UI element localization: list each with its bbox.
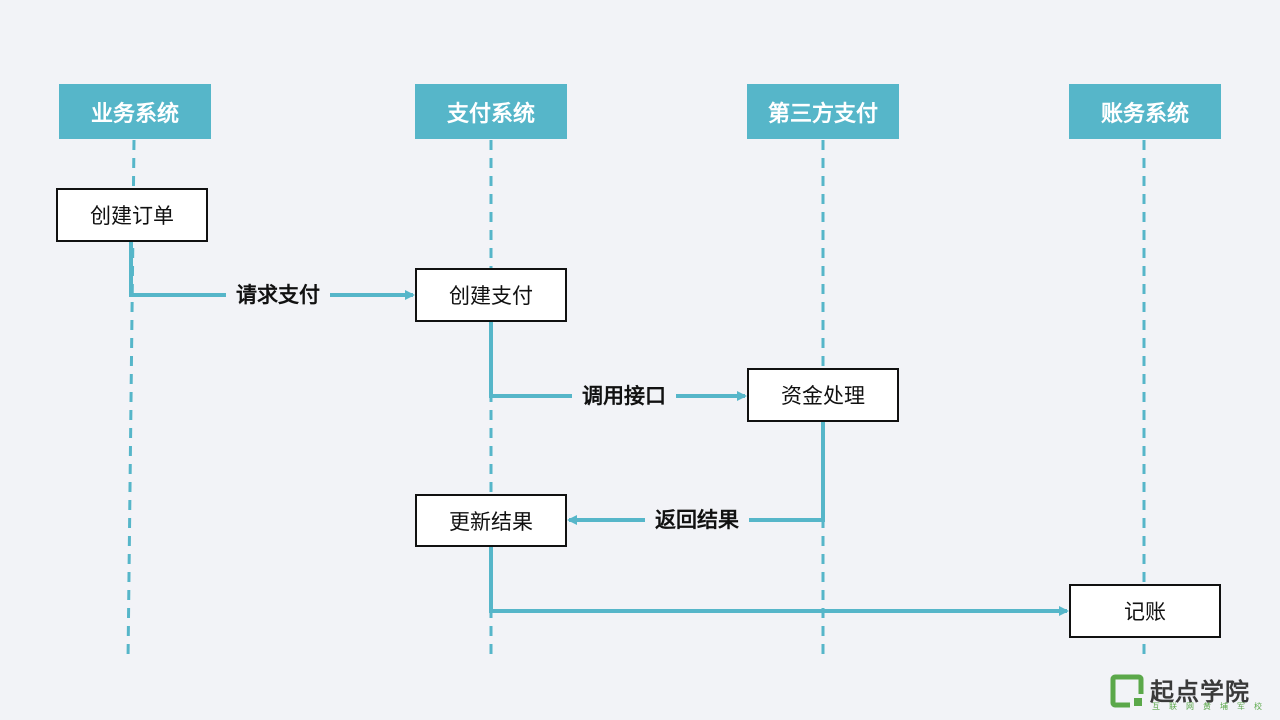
arrow-bookkeeping [489, 547, 1069, 616]
actor-payment-system: 支付系统 [415, 84, 567, 139]
logo-subtitle: 互联网黄埔军校 [1152, 702, 1271, 711]
actor-label: 账务系统 [1100, 101, 1189, 127]
step-label: 创建订单 [90, 204, 174, 228]
brand-logo: 起点学院 互联网黄埔军校 [1110, 672, 1270, 712]
actor-label: 第三方支付 [767, 101, 878, 127]
step-create-order: 创建订单 [56, 188, 208, 242]
actor-accounting-system: 账务系统 [1069, 84, 1221, 139]
step-update-result: 更新结果 [415, 494, 567, 547]
step-fund-processing: 资金处理 [747, 368, 899, 422]
actor-label: 业务系统 [90, 101, 179, 127]
logo-name: 起点学院 [1150, 678, 1250, 706]
step-bookkeeping: 记账 [1069, 584, 1221, 638]
step-label: 记账 [1124, 600, 1166, 624]
step-label: 创建支付 [449, 284, 533, 308]
step-create-payment: 创建支付 [415, 268, 567, 322]
step-label: 更新结果 [449, 509, 533, 534]
logo-icon [1110, 674, 1144, 708]
message-request-payment: 请求支付 [226, 281, 330, 309]
actor-business-system: 业务系统 [59, 84, 211, 139]
actor-third-party-payment: 第三方支付 [747, 84, 899, 139]
lifeline-business [126, 139, 136, 663]
step-label: 资金处理 [781, 384, 865, 408]
message-return-result: 返回结果 [645, 506, 749, 534]
actor-label: 支付系统 [446, 101, 535, 127]
message-call-api: 调用接口 [572, 382, 676, 410]
